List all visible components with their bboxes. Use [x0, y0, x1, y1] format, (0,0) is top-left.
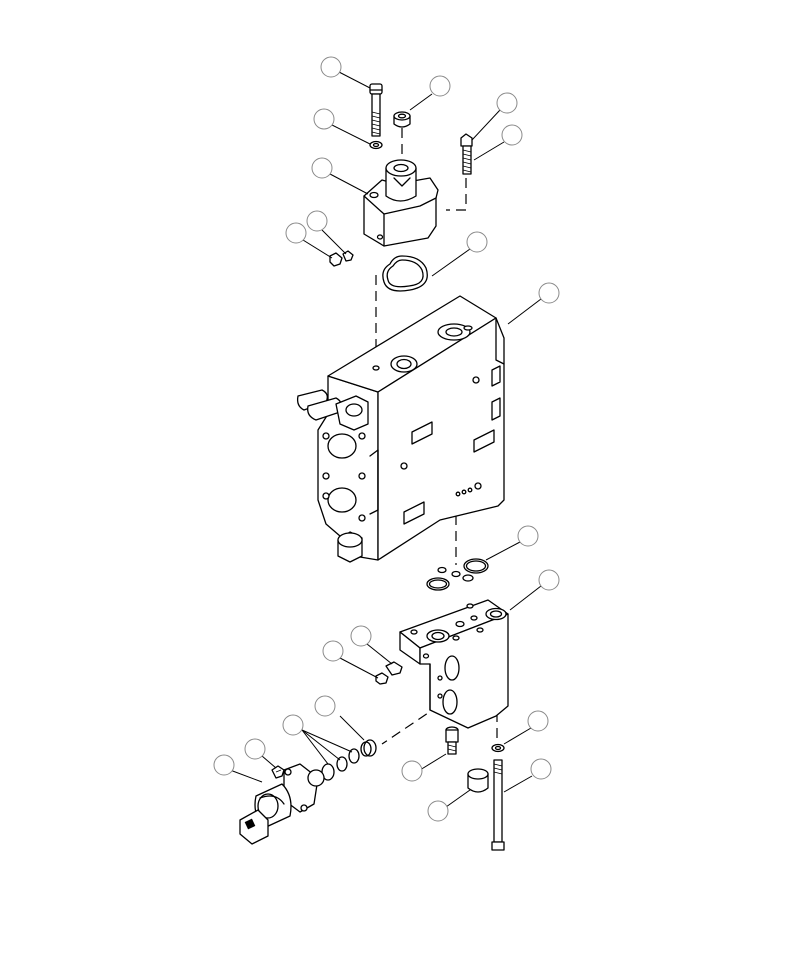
callout-c7 — [306, 210, 328, 232]
callout-c5 — [501, 124, 523, 146]
lower-cap — [467, 768, 489, 793]
callout-c22 — [427, 800, 449, 822]
small-plug-left — [329, 252, 343, 267]
threaded-stud — [460, 133, 473, 175]
seal-rings-solenoid — [321, 739, 377, 781]
callout-c3 — [313, 108, 335, 130]
callout-c10 — [538, 282, 560, 304]
bolt-washer — [369, 140, 383, 150]
callout-c4 — [496, 92, 518, 114]
callout-c17 — [244, 738, 266, 760]
callout-c15 — [314, 695, 336, 717]
gasket-ring — [382, 255, 428, 292]
callout-c8 — [285, 222, 307, 244]
top-plug — [393, 111, 411, 128]
callout-leaders — [229, 71, 542, 808]
callout-c1 — [320, 56, 342, 78]
callout-c20 — [401, 760, 423, 782]
callout-circles — [213, 56, 560, 822]
socket-screw — [445, 726, 459, 755]
callout-c19 — [527, 710, 549, 732]
solenoid-screw — [271, 765, 285, 779]
callout-c18 — [213, 754, 235, 776]
solenoid-valve — [239, 763, 325, 845]
orings-middle — [426, 558, 489, 591]
callout-c9 — [466, 231, 488, 253]
long-bolt — [369, 83, 383, 137]
callout-c6 — [311, 157, 333, 179]
lower-module — [399, 599, 509, 729]
module-plug — [375, 672, 389, 685]
cover-housing — [363, 159, 439, 247]
callout-c13 — [350, 625, 372, 647]
callout-c21 — [530, 758, 552, 780]
callout-c14 — [322, 640, 344, 662]
callout-c2 — [429, 75, 451, 97]
main-valve-body — [296, 295, 505, 563]
long-tie-rod — [491, 759, 505, 851]
callout-c11 — [517, 525, 539, 547]
module-fitting — [385, 661, 403, 676]
callout-c16 — [282, 714, 304, 736]
lower-washer — [491, 743, 505, 753]
callout-c12 — [538, 569, 560, 591]
